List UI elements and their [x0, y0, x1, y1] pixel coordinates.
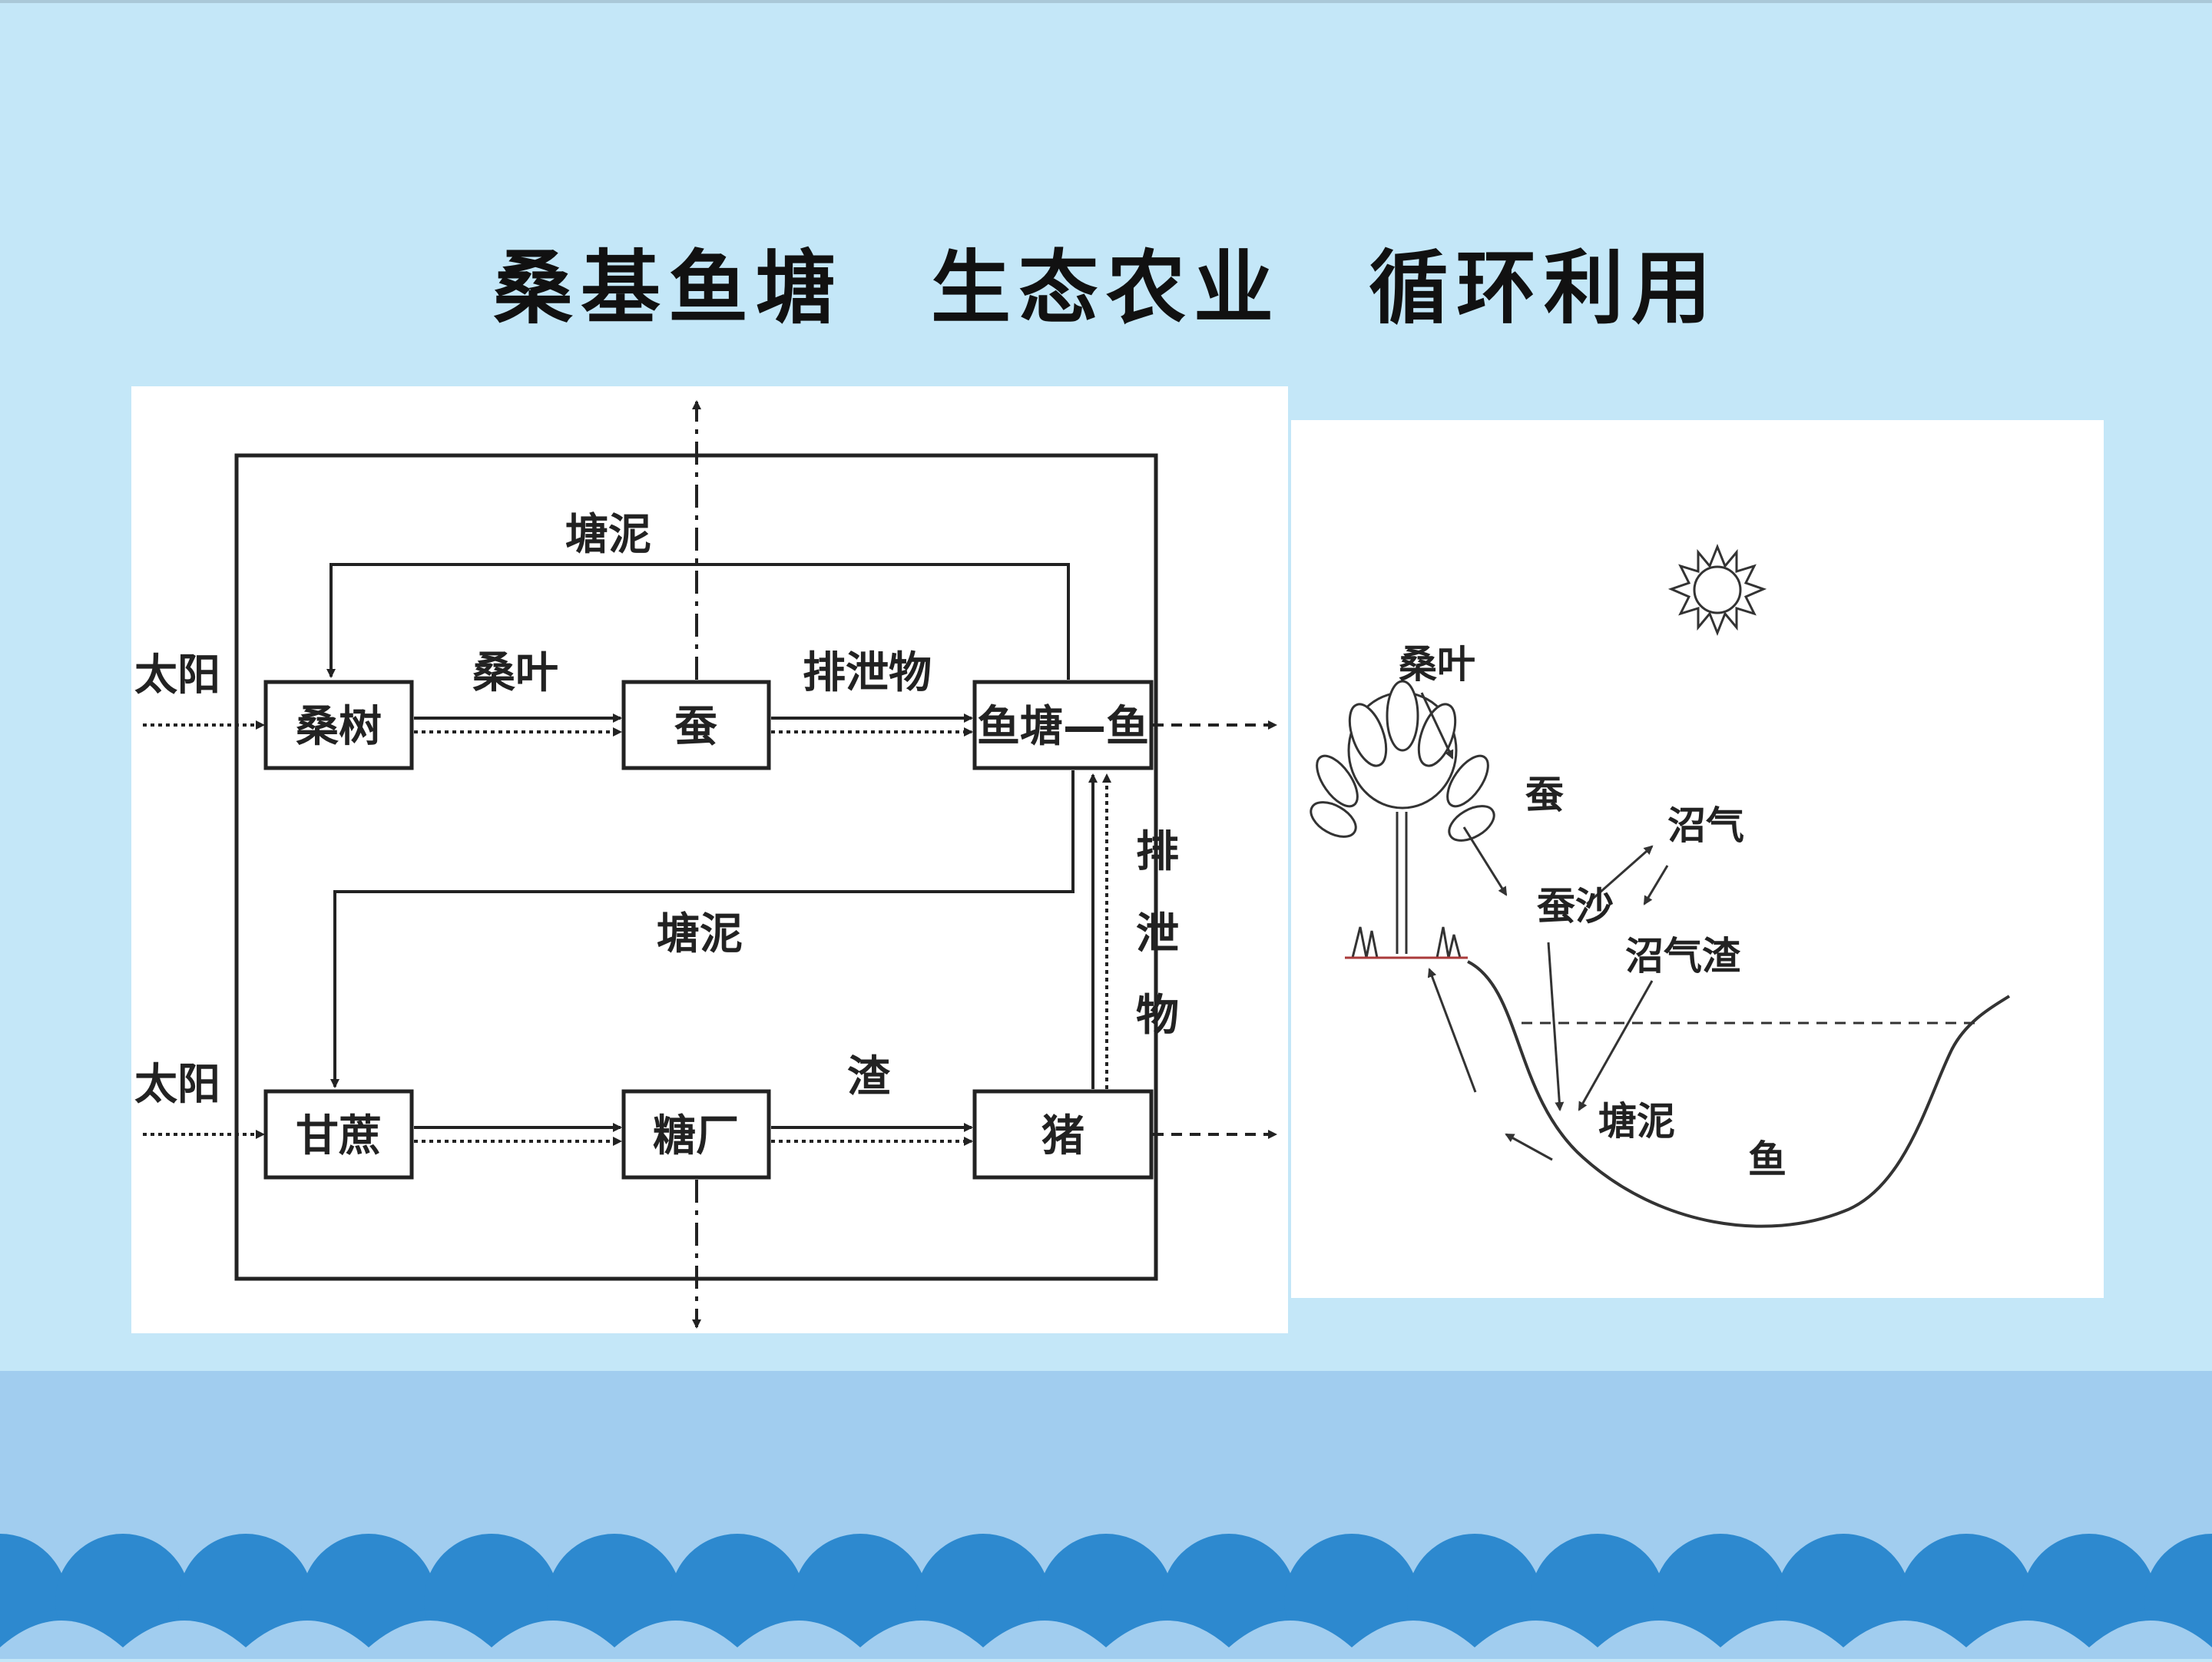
mulberry-tree-icon [1310, 680, 1495, 959]
label-scene-biogas: 沼气 [1667, 803, 1744, 848]
label-silkworm: 蚕 [674, 702, 717, 752]
arrow-fish-mud [1505, 1133, 1553, 1161]
arrow-residue-fish [1578, 980, 1654, 1111]
scene-diagram-panel: 桑叶 蚕 蚕沙 沼气 沼气渣 塘泥 鱼 [1291, 420, 2104, 1298]
label-sun-bottom: 太阳 [134, 1060, 220, 1110]
label-excrement-v1: 排 [1136, 827, 1179, 877]
arrow-silkworm-excrement [1462, 826, 1508, 896]
box-silkworm [621, 680, 771, 770]
label-pig: 猪 [1041, 1111, 1084, 1161]
label-excrement-v2: 泄 [1136, 909, 1179, 959]
scene-diagram: 桑叶 蚕 蚕沙 沼气 沼气渣 塘泥 鱼 [1310, 543, 2011, 1228]
arrow-biogas-residue [1643, 865, 1669, 905]
sun-icon [1667, 543, 1767, 637]
pond-outline [1467, 960, 2011, 1228]
arrow-excrement-biogas [1586, 845, 1654, 905]
flow-diagram-panel: 太阳 太阳 桑树 蚕 鱼塘—鱼 甘蔗 糖厂 猪 塘泥 桑叶 排泄物 塘泥 渣 排… [131, 386, 1288, 1333]
box-fishpond [972, 680, 1154, 770]
wave-decoration [0, 1534, 2212, 1662]
label-scene-pond-mud: 塘泥 [1598, 1099, 1675, 1144]
footer-band [0, 1371, 2212, 1662]
label-scene-mulberry-leaf: 桑叶 [1399, 642, 1475, 687]
arrow-excrement-fish [1547, 942, 1565, 1111]
label-scene-biogas-residue: 沼气渣 [1625, 934, 1741, 978]
label-pond-mud-mid: 塘泥 [657, 909, 743, 959]
label-pond-mud-top: 塘泥 [565, 510, 651, 560]
label-scene-fish: 鱼 [1748, 1137, 1786, 1182]
label-sugarcane: 甘蔗 [296, 1111, 382, 1161]
arrow-mud-tree [1427, 968, 1477, 1093]
label-sun-top: 太阳 [134, 651, 220, 700]
box-pig [972, 1089, 1154, 1180]
label-residue: 渣 [847, 1052, 891, 1102]
label-excrement-v3: 物 [1136, 991, 1179, 1041]
box-sugarcane [263, 1089, 414, 1180]
box-mulberry-tree [263, 680, 414, 770]
arrow-leaf-silkworm [1420, 692, 1454, 760]
label-mulberry-tree: 桑树 [296, 702, 382, 752]
label-sugar-mill: 糖厂 [653, 1111, 739, 1161]
flow-diagram: 太阳 太阳 桑树 蚕 鱼塘—鱼 甘蔗 糖厂 猪 塘泥 桑叶 排泄物 塘泥 渣 排… [134, 400, 1277, 1329]
label-scene-silkworm: 蚕 [1525, 773, 1564, 817]
top-border-line [0, 0, 2212, 3]
label-excrement-top: 排泄物 [803, 648, 932, 698]
label-mulberry-leaf: 桑叶 [472, 648, 558, 698]
slide-title: 桑基鱼塘 生态农业 循环利用 [492, 240, 1719, 335]
label-scene-silkworm-excrement: 蚕沙 [1537, 884, 1614, 929]
arrow-pond-mud-mid [330, 770, 1075, 1088]
box-sugar-mill [621, 1089, 771, 1180]
arrow-pond-mud-top [326, 563, 1070, 680]
label-fishpond: 鱼塘—鱼 [977, 702, 1149, 752]
